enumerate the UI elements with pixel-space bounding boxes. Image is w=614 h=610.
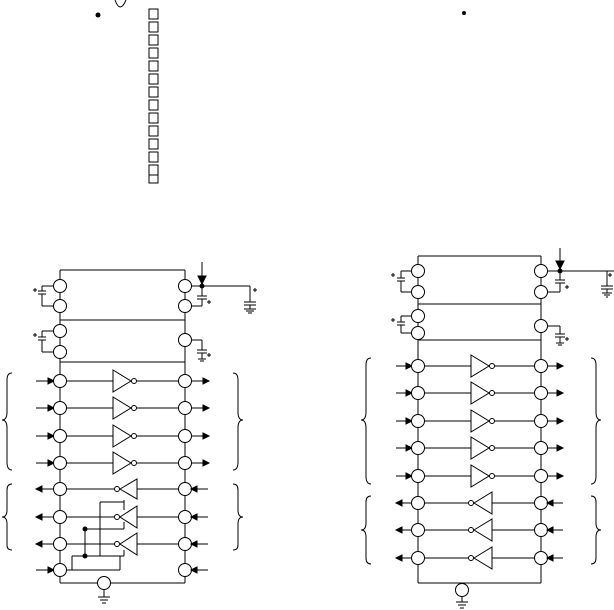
capacitor-icon <box>391 315 411 334</box>
inverter-channel <box>396 409 565 433</box>
brace-right-inputs <box>590 495 602 565</box>
inverter-icon <box>112 396 132 420</box>
reverse-channel <box>34 478 208 500</box>
left-circuit <box>1 262 257 604</box>
inverter-channel <box>36 451 211 475</box>
inverter-channel <box>36 396 211 420</box>
capacitor-icon <box>601 271 613 298</box>
inverter-icon <box>119 532 138 556</box>
inverter-icon <box>470 354 490 378</box>
inverter-channel <box>396 464 565 488</box>
reverse-channel <box>34 505 208 529</box>
reverse-channel <box>34 532 208 556</box>
capacitor-icon <box>33 285 53 307</box>
inverter-icon <box>470 436 490 460</box>
inverter-channel <box>396 354 565 378</box>
capacitor-icon <box>391 270 411 293</box>
capacitor-icon <box>33 330 53 353</box>
bottom-input <box>36 556 121 577</box>
ground-icon <box>98 589 110 604</box>
ground-icon <box>456 596 468 609</box>
reverse-channel <box>394 546 563 570</box>
brace-right-outputs <box>590 357 602 485</box>
inverter-icon <box>473 491 493 515</box>
capacitor-icon <box>191 339 211 362</box>
inverter-icon <box>470 464 490 488</box>
inverter-channel <box>36 424 211 448</box>
inverter-channel <box>396 436 565 460</box>
package-notch <box>114 0 127 8</box>
capacitor-icon <box>547 325 569 346</box>
brace-left-outputs <box>1 483 13 551</box>
arrow-icon <box>555 248 565 271</box>
inverter-icon <box>112 451 132 475</box>
inverter-icon <box>119 505 138 529</box>
capacitor-icon <box>244 286 257 314</box>
inverter-icon <box>473 518 493 542</box>
brace-left-inputs <box>360 357 372 485</box>
right-circuit <box>360 248 614 609</box>
inverter-icon <box>473 546 493 570</box>
inverter-channel <box>36 369 211 393</box>
arrow-icon <box>197 262 207 286</box>
inverter-icon <box>112 369 132 393</box>
inverter-channel <box>396 381 565 405</box>
top-left-package <box>95 0 159 184</box>
brace-left-outputs <box>360 495 372 565</box>
brace-right-inputs <box>232 483 244 551</box>
brace-right-outputs <box>232 372 244 471</box>
brace-left-inputs <box>1 372 13 471</box>
pin1-dot-icon <box>462 11 466 15</box>
inverter-icon <box>470 381 490 405</box>
pin-column <box>148 8 159 184</box>
reverse-channel <box>394 491 563 515</box>
inverter-icon <box>119 478 138 500</box>
pin1-dot-icon <box>95 12 101 18</box>
inverter-icon <box>112 424 132 448</box>
reverse-channel <box>394 518 563 542</box>
inverter-icon <box>470 409 490 433</box>
